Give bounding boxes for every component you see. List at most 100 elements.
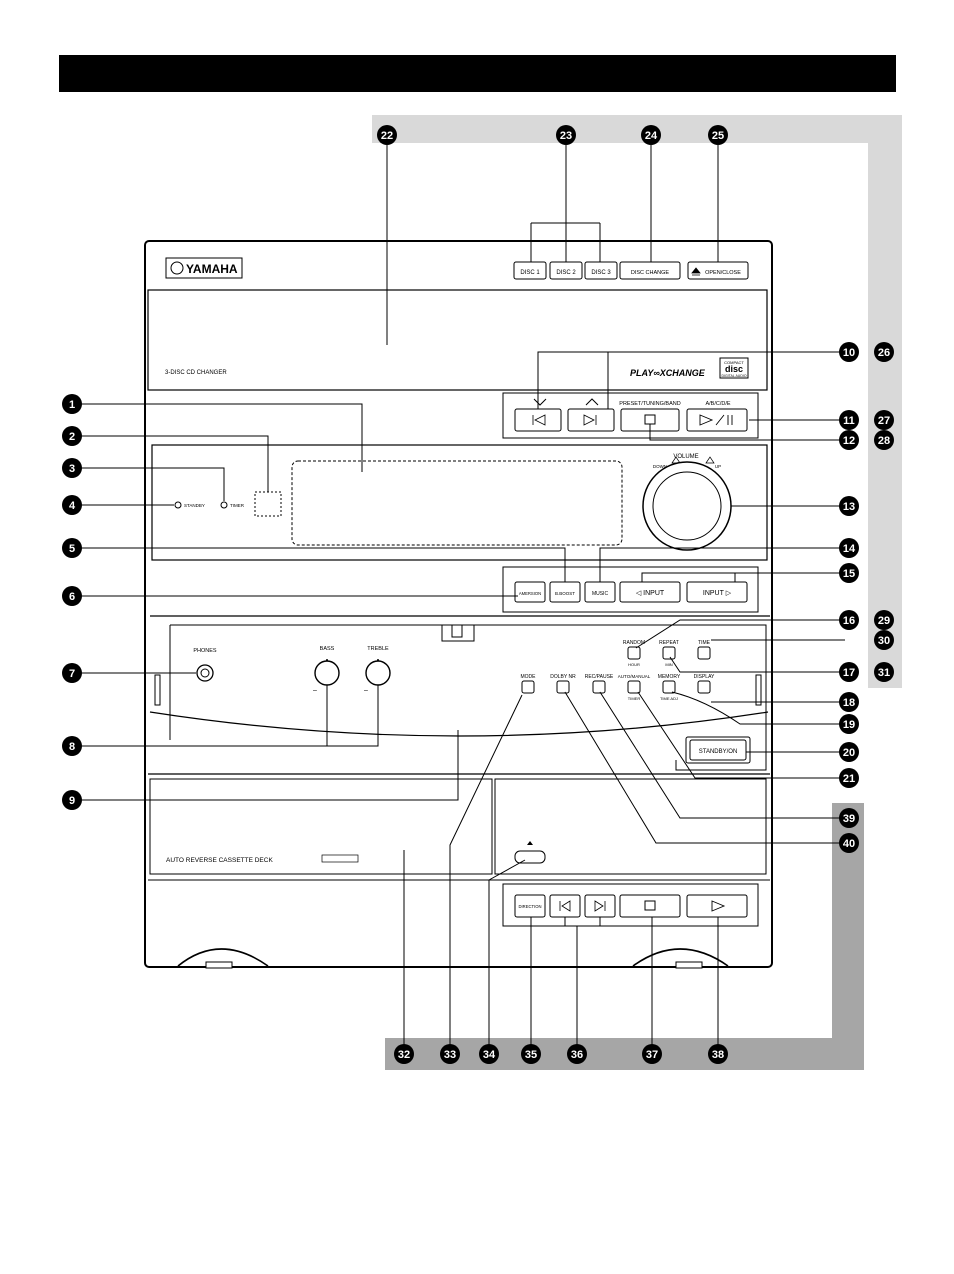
cd-play-pause-button[interactable] <box>686 408 748 432</box>
cassette-eject-button[interactable] <box>514 850 546 864</box>
repeat-button[interactable] <box>662 646 676 660</box>
skip-forward-icon <box>583 414 597 426</box>
min-label: MIN <box>665 662 672 667</box>
callout-30: 30 <box>874 630 894 650</box>
standby-indicator <box>174 501 182 509</box>
mode-button[interactable] <box>521 680 535 694</box>
svg-text:32: 32 <box>398 1049 410 1061</box>
fl-display <box>291 460 623 546</box>
input-left-label: ◁ INPUT <box>636 590 665 597</box>
callout-29: 29 <box>874 610 894 630</box>
bass-label: BASS <box>320 646 335 652</box>
callout-34: 34 <box>479 1044 499 1064</box>
mode-label: MODE <box>521 674 537 680</box>
auto-manual-button[interactable] <box>627 680 641 694</box>
disc-2-label: DISC 2 <box>556 270 576 276</box>
callout-9: 9 <box>62 790 82 810</box>
fast-forward-button[interactable] <box>584 894 616 918</box>
svg-text:30: 30 <box>878 635 890 647</box>
amersion-label: AMERSION <box>519 591 541 596</box>
dolby-nr-label: DOLBY NR <box>550 674 576 680</box>
volume-down-label: DOWN <box>653 464 667 469</box>
svg-text:3: 3 <box>69 463 75 475</box>
cassette-label: AUTO REVERSE CASSETTE DECK <box>166 857 273 864</box>
foot-tab-right <box>675 961 703 969</box>
svg-text:9: 9 <box>69 795 75 807</box>
svg-text:29: 29 <box>878 615 890 627</box>
callout-40: 40 <box>839 833 859 853</box>
callout-17: 17 <box>839 662 859 682</box>
callout-1: 1 <box>62 394 82 414</box>
disc-buttons: DISC 1 DISC 2 DISC 3 <box>513 261 618 280</box>
callout-31: 31 <box>874 662 894 682</box>
rewind-icon <box>559 900 571 912</box>
callout-23: 23 <box>556 125 576 145</box>
svg-text:22: 22 <box>381 130 393 142</box>
callout-16: 16 <box>839 610 859 630</box>
random-label: RANDOM <box>623 640 645 646</box>
down-chevron-icon <box>533 398 547 406</box>
tuning-fork-icon <box>170 261 184 275</box>
random-button[interactable] <box>627 646 641 660</box>
brand-badge <box>165 257 243 279</box>
repeat-label: REPEAT <box>659 640 679 646</box>
time-button[interactable] <box>697 646 711 660</box>
direction-button[interactable] <box>514 894 546 918</box>
cassette-play-button[interactable] <box>686 894 748 918</box>
cassette-play-icon <box>711 900 726 912</box>
dolby-nr-button[interactable] <box>556 680 570 694</box>
rewind-button[interactable] <box>549 894 581 918</box>
svg-text:19: 19 <box>843 719 855 731</box>
callout-11: 11 <box>839 410 859 430</box>
standby-on-button[interactable] <box>689 739 747 761</box>
fast-forward-icon <box>594 900 606 912</box>
up-chevron-icon <box>585 398 599 406</box>
svg-text:28: 28 <box>878 435 890 447</box>
svg-text:31: 31 <box>878 667 890 679</box>
disc-change-button[interactable] <box>619 261 681 280</box>
time-adj-label: TIME ADJ <box>660 696 678 701</box>
skip-forward-button[interactable] <box>567 408 615 432</box>
auto-manual-label: AUTO/MANUAL <box>618 674 651 679</box>
disc-3-label: DISC 3 <box>591 270 611 276</box>
rec-pause-button[interactable] <box>592 680 606 694</box>
auto-manual-sub-label: TIMER <box>628 696 641 701</box>
disc-3-button[interactable] <box>584 261 618 280</box>
bass-boost-label: B.BOOST <box>555 591 575 596</box>
display-button[interactable] <box>697 680 711 694</box>
bass-knob[interactable] <box>314 660 340 686</box>
left-hinge <box>154 674 161 706</box>
bass-knob-dot <box>326 659 328 661</box>
cassette-stop-button[interactable] <box>619 894 681 918</box>
callout-26: 26 <box>874 342 894 362</box>
input-right-button[interactable] <box>686 581 748 603</box>
callout-19: 19 <box>839 714 859 734</box>
memory-button[interactable] <box>662 680 676 694</box>
dark-gray-panel <box>385 803 864 1070</box>
callout-2: 2 <box>62 426 82 446</box>
callout-24: 24 <box>641 125 661 145</box>
svg-text:38: 38 <box>712 1049 724 1061</box>
skip-back-button[interactable] <box>514 408 562 432</box>
svg-text:11: 11 <box>843 415 855 427</box>
cassette-stop-icon <box>644 900 656 911</box>
amersion-button[interactable] <box>514 581 546 603</box>
title-bar <box>59 55 896 92</box>
callout-18: 18 <box>839 692 859 712</box>
callout-38: 38 <box>708 1044 728 1064</box>
display-label: DISPLAY <box>694 674 715 680</box>
open-close-label: OPEN/CLOSE <box>705 270 741 276</box>
cassette-door <box>149 778 493 875</box>
abcde-label: A/B/C/D/E <box>705 401 730 407</box>
input-left-button[interactable] <box>619 581 681 603</box>
treble-knob[interactable] <box>365 660 391 686</box>
callout-28: 28 <box>874 430 894 450</box>
treble-knob-dot <box>377 659 379 661</box>
callout-33: 33 <box>440 1044 460 1064</box>
dolby-logo <box>321 854 359 863</box>
door-edge <box>149 711 769 737</box>
left-foot <box>177 948 269 967</box>
callout-36: 36 <box>567 1044 587 1064</box>
svg-text:10: 10 <box>843 347 855 359</box>
disc-1-button[interactable] <box>513 261 547 280</box>
